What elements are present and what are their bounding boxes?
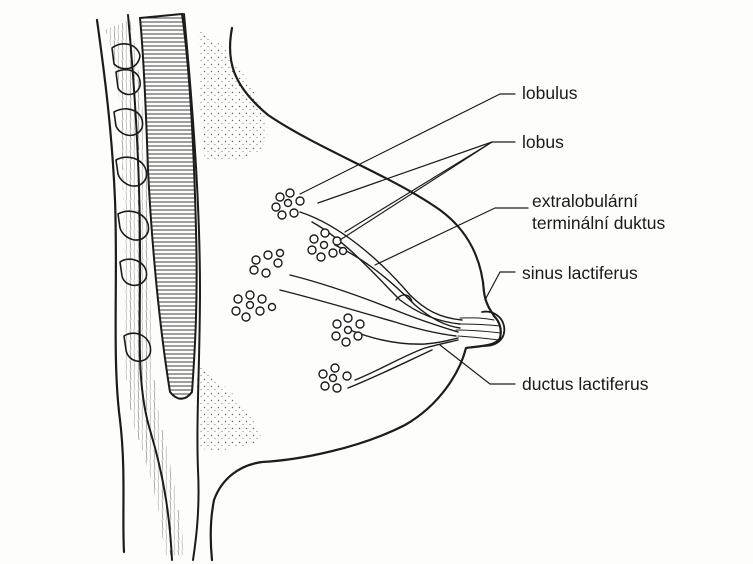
label-extralobular-line1: extralobulární [532, 190, 638, 212]
adipose-tissue [197, 30, 268, 450]
label-ductus-lactiferus: ductus lactiferus [522, 373, 648, 395]
label-lobus: lobus [522, 131, 564, 153]
label-extralobular-line2: terminální duktus [532, 212, 665, 234]
label-lobulus: lobulus [522, 82, 577, 104]
duct-tree [280, 212, 462, 388]
label-sinus-lactiferus: sinus lactiferus [522, 262, 638, 284]
